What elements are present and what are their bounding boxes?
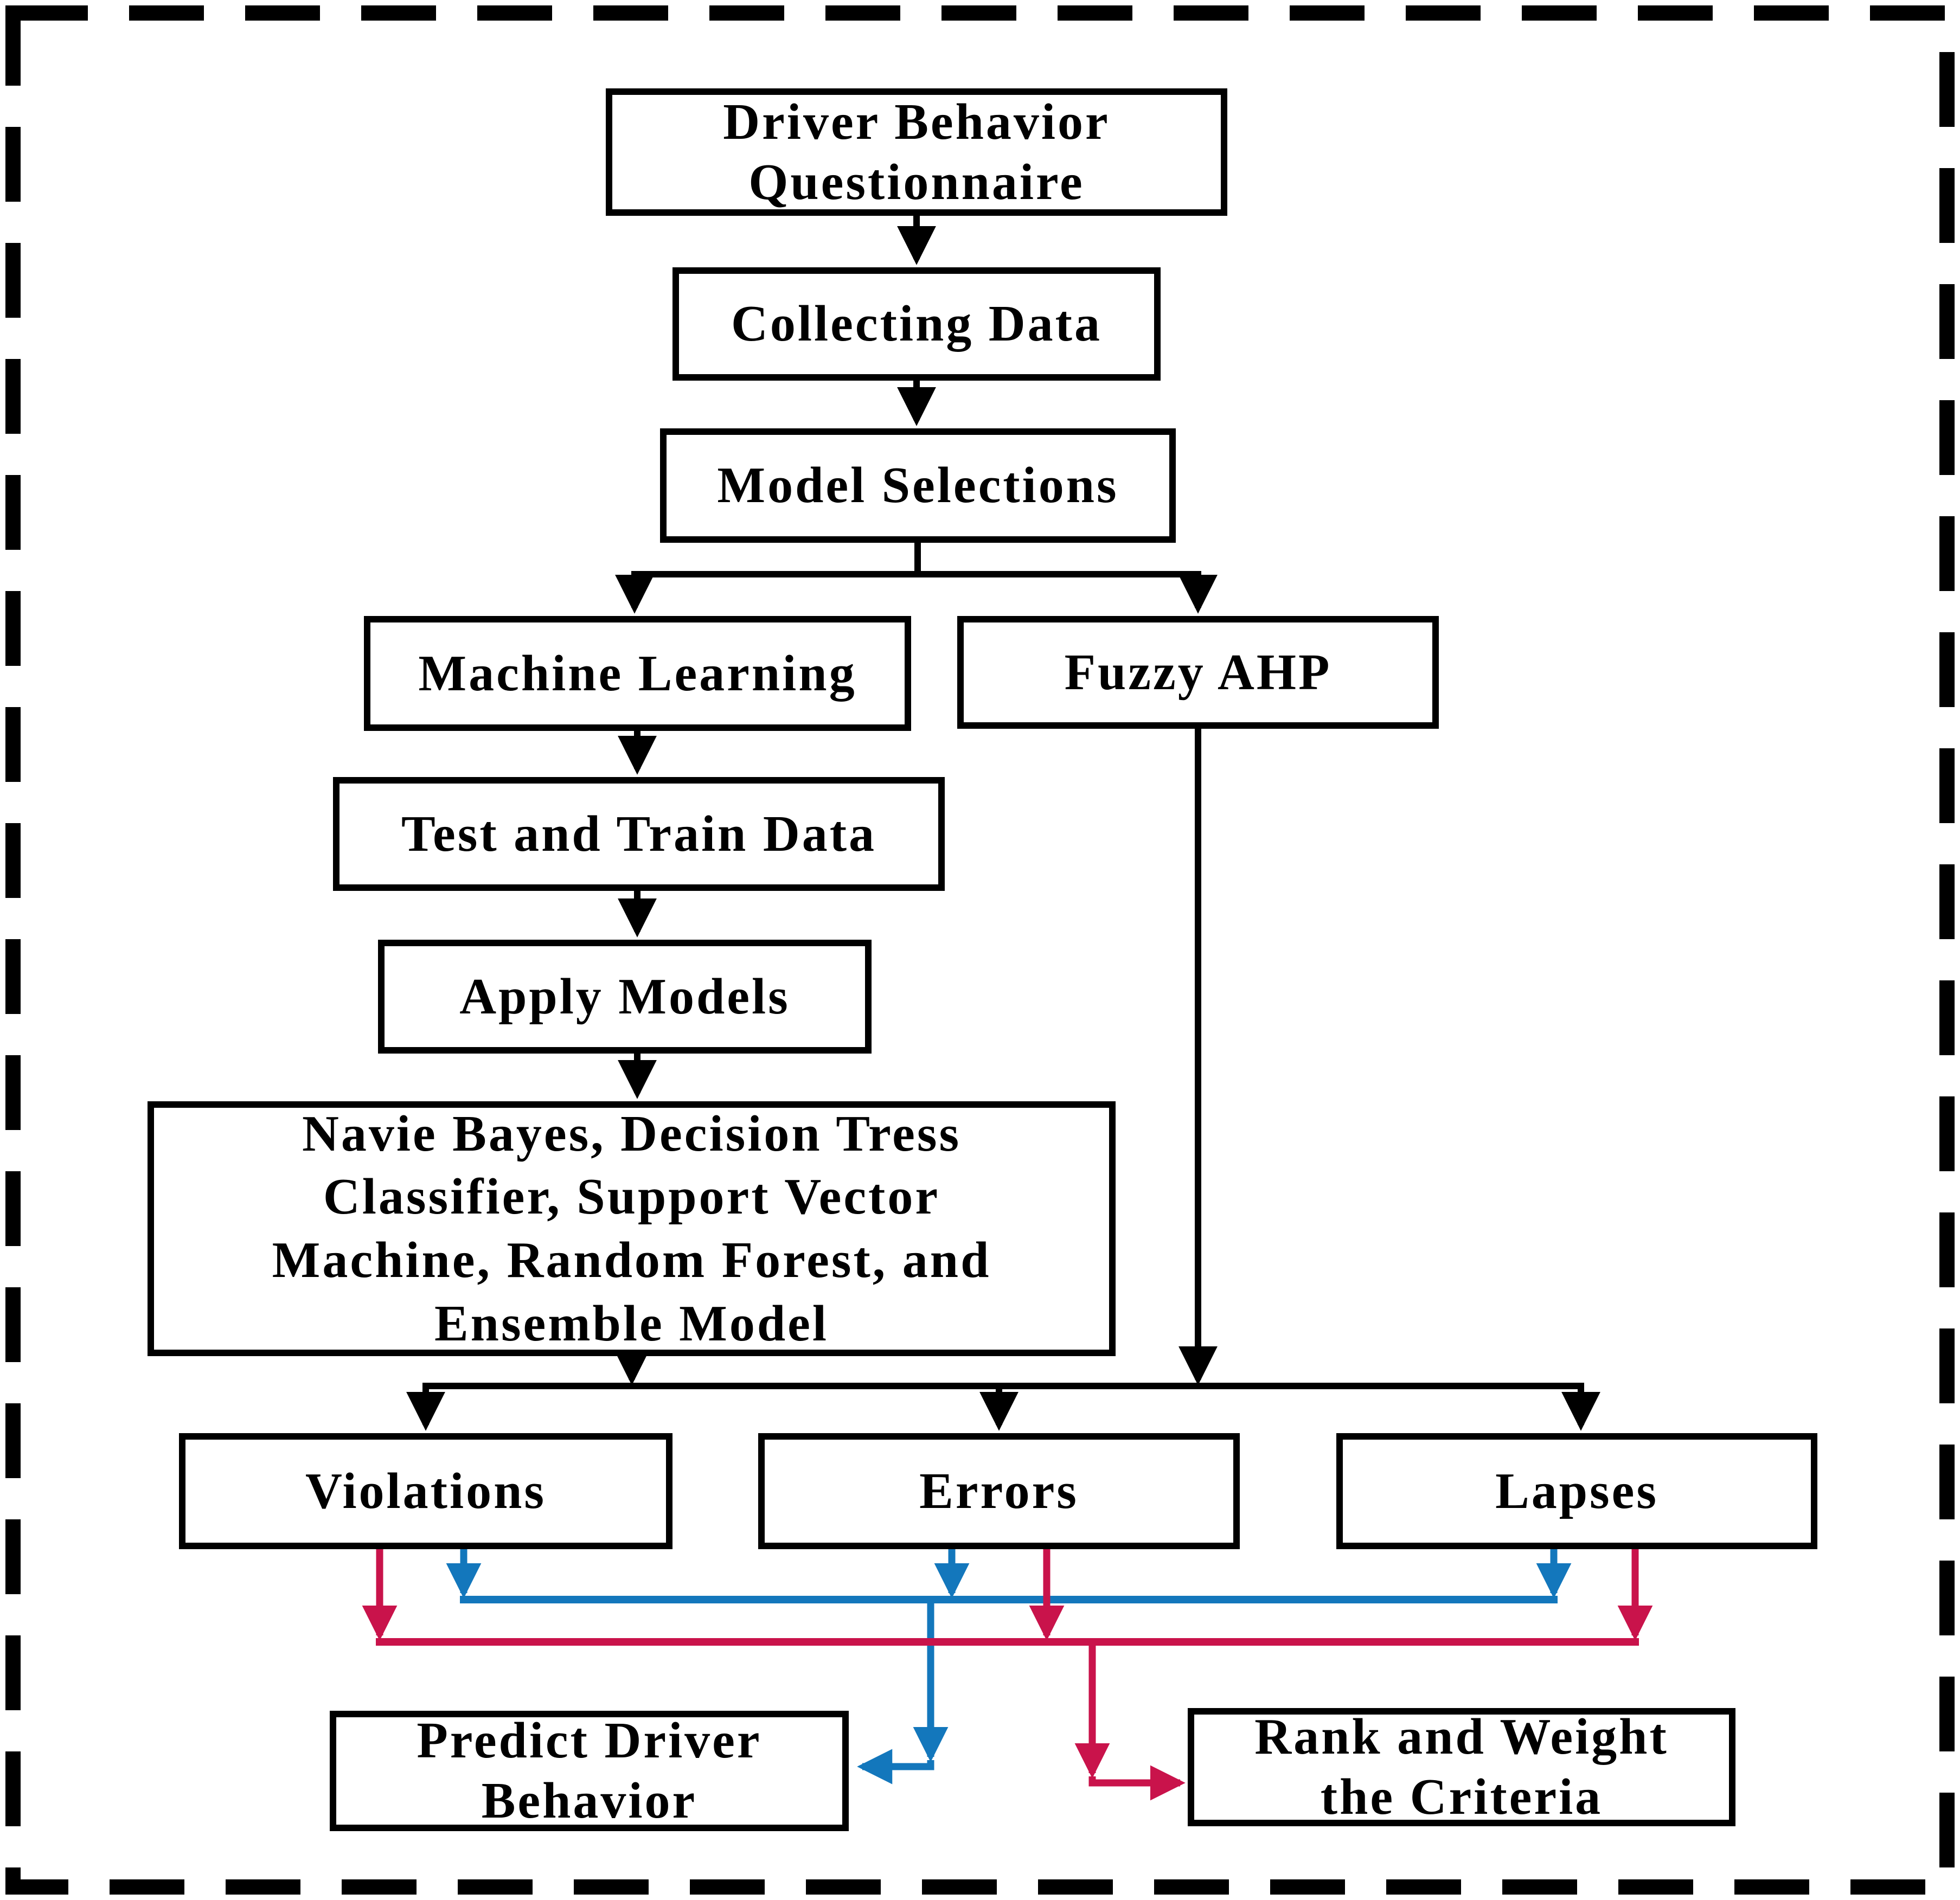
box-test-and-train-data: Test and Train Data (333, 777, 945, 891)
box-label: Test and Train Data (401, 805, 877, 862)
arrow-blue-into-predict (857, 1749, 934, 1785)
box-model-selections: Model Selections (660, 428, 1176, 543)
box-label: Driver Behavior Questionnaire (723, 93, 1110, 210)
box-label: Rank and Weight the Criteria (1254, 1709, 1669, 1825)
box-label: Fuzzy AHP (1064, 644, 1332, 701)
box-label: Errors (919, 1462, 1079, 1519)
box-label: Violations (305, 1462, 546, 1519)
box-label: Collecting Data (731, 296, 1102, 352)
box-errors: Errors (758, 1433, 1240, 1549)
dashed-border (5, 5, 1955, 1895)
box-label: Lapses (1495, 1462, 1658, 1519)
box-apply-models: Apply Models (378, 940, 872, 1054)
box-label: Apply Models (459, 968, 790, 1025)
box-label: Predict Driver Behavior (417, 1712, 762, 1829)
box-machine-learning: Machine Learning (364, 616, 911, 731)
box-models-list: Navie Bayes, Decision Tress Classifier, … (148, 1101, 1116, 1356)
box-rank-and-weight-criteria: Rank and Weight the Criteria (1188, 1708, 1735, 1826)
box-driver-behavior-questionnaire: Driver Behavior Questionnaire (606, 88, 1227, 216)
box-collecting-data: Collecting Data (672, 267, 1161, 381)
arrow-red-into-rank (1088, 1765, 1186, 1801)
box-label: Model Selections (717, 457, 1119, 514)
box-violations: Violations (179, 1433, 672, 1549)
box-label: Navie Bayes, Decision Tress Classifier, … (272, 1105, 991, 1352)
box-predict-driver-behavior: Predict Driver Behavior (330, 1711, 849, 1831)
box-fuzzy-ahp: Fuzzy AHP (957, 616, 1439, 729)
box-lapses: Lapses (1336, 1433, 1817, 1549)
box-label: Machine Learning (418, 645, 857, 702)
